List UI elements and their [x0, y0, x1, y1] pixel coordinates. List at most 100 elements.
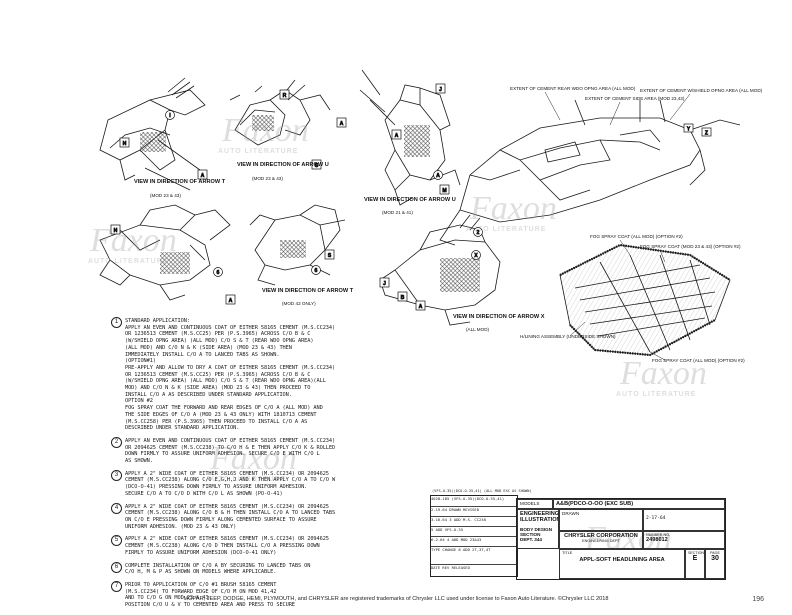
note-line: OPTION #2	[125, 398, 153, 405]
page-label: PAGE	[710, 551, 720, 555]
leader-lines	[544, 91, 691, 361]
note-line: OR 1236513 CEMENT (M.S.CC25) PER (P.S.39…	[125, 371, 311, 378]
revision-row: 2-19-64 DRAWN REVISED	[431, 506, 517, 515]
revision-row: 5 ADD VFS-O-35	[431, 526, 517, 535]
page-cell: PAGE 30	[705, 549, 725, 579]
callout-letter: 6	[315, 268, 318, 274]
note-line: ON C/O E PRESSING DOWN FIRMLY ALONG CEME…	[125, 516, 317, 523]
page-number: 196	[752, 596, 764, 603]
revision-block: 4028-185 (VFS-O-35)(DCO-O-35,41) 2-19-64…	[430, 495, 518, 577]
note-line: APPLY AN EVEN AND CONTINUOUS COAT OF EIT…	[125, 437, 336, 444]
callout-letter: S	[328, 253, 332, 259]
extent-side-label: EXTENT OF CEMENT SIDE AREA (MOD 23,43)	[585, 96, 685, 101]
note-7: 7 PRIOR TO APPLICATION OF C/O #1 BRUSH 5…	[111, 580, 411, 609]
title-label: TITLE	[562, 551, 573, 555]
fog-spray-3-label: FOG SPRAY COAT (ALL MOD) (OPTION #2)	[652, 358, 745, 363]
note-line: CEMENT (M.S.CC238) ALONG C/O B & H THEN …	[125, 510, 336, 517]
callout-letter: N	[114, 228, 118, 234]
view-t1-title: VIEW IN DIRECTION OF ARROW T	[134, 179, 226, 185]
note-line: OR 2094625 CEMENT (M.S.CC238) TO C/O H &…	[125, 444, 336, 451]
number-value: 2498012	[646, 537, 668, 543]
callout-letter: X	[474, 253, 478, 259]
callout-letter: N	[123, 141, 127, 147]
illustration-label: ILLUSTRATION	[520, 517, 559, 523]
trademark-footer: MOPAR, JEEP, DODGE, HEMI, PLYMOUTH, and …	[183, 596, 609, 602]
callout-letter: M	[442, 188, 446, 194]
note-number: 1	[111, 317, 122, 328]
headlining-assembly-drawing	[559, 243, 731, 357]
view-t1-drawing	[99, 77, 206, 191]
view-u2-drawing	[359, 69, 461, 206]
car-roof-drawing	[439, 99, 741, 246]
models-value: A&B(PDCO-O-OO (EXC SUB)	[553, 499, 725, 509]
note-line: APPLY A 2" WIDE COAT OF EITHER 58165 CEM…	[125, 503, 329, 510]
date-cell: 2-17-64	[643, 509, 725, 531]
extent-rear-label: EXTENT OF CEMENT REAR WDO OPNG AREA (ALL…	[510, 86, 636, 91]
callout-circles: I A 6 6 2 X	[165, 110, 483, 277]
note-number: 6	[111, 561, 122, 573]
fog-spray-2-label: FOG SPRAY COAT (MOD 23 & 43) (OPTION #2)	[640, 244, 741, 249]
note-line: APPLY A 2" WIDE COAT OF EITHER 58165 CEM…	[125, 536, 329, 543]
note-5: 5 APPLY A 2" WIDE COAT OF EITHER 58165 C…	[111, 535, 411, 556]
note-number: 4	[111, 502, 122, 514]
note-number: 7	[111, 580, 122, 592]
revision-row: 6-2-64 4 ADD MOD 23&43	[431, 536, 517, 545]
title-cell: TITLE APPL-SOFT HEADLINING AREA	[559, 549, 685, 579]
note-line: AS SHOWN.	[125, 458, 153, 465]
note-4: 4 APPLY A 2" WIDE COAT OF EITHER 58165 C…	[111, 502, 411, 531]
note-number: 5	[111, 535, 122, 547]
view-u2-title: VIEW IN DIRECTION OF ARROW U	[364, 197, 456, 203]
revision-row: TYPE CHANGE 8 ADD 2T,3T,4T	[431, 546, 517, 555]
drawn-label: DRAWN	[562, 511, 580, 516]
view-x-title: VIEW IN DIRECTION OF ARROW X	[453, 314, 545, 320]
body-design-label: BODY DESIGN	[520, 527, 553, 532]
callout-letter: 2	[477, 230, 480, 236]
note-line: C/O H, M & P AS SHOWN ON MODELS WHERE AP…	[125, 569, 277, 576]
note-line: MOD) AND C/O N & K (SIDE AREA) (MOD 23 &…	[125, 385, 311, 392]
callout-letter: S	[315, 163, 319, 169]
view-u1-title: VIEW IN DIRECTION OF ARROW U	[237, 162, 329, 168]
callout-letter: A	[395, 133, 399, 139]
callout-letter: Y	[687, 127, 691, 133]
callout-letter-boxes: N A R A S A J M N A S J B A Y Z	[110, 83, 712, 311]
note-line: (W/SHIELD OPNG AREA) (ALL MOD) C/O S & T…	[125, 338, 314, 345]
hlining-assembly-label: H/LINING ASSEMBLY (UNDERSIDE SHOWN)	[520, 334, 616, 339]
callout-letter: J	[383, 281, 386, 287]
note-line: COMPLETE INSTALLATION OF C/O A BY SECURI…	[125, 562, 311, 569]
title-block-spacer	[517, 549, 559, 579]
section-text-label: SECTION	[520, 532, 541, 537]
callout-letter: I	[169, 113, 171, 119]
extent-callouts: EXTENT OF CEMENT REAR WDO OPNG AREA (ALL…	[510, 86, 763, 363]
company-name: CHRYSLER CORPORATION	[564, 533, 638, 539]
view-t2-sub: (MOD 42 ONLY)	[282, 301, 316, 306]
extent-shield-label: EXTENT OF CEMENT W/SHIELD OPNG AREA (ALL…	[640, 88, 763, 93]
note-line: IMMEDIATELY INSTALL C/O A TO LANCED TABS…	[125, 351, 280, 358]
date-value: 2-17-64	[646, 516, 666, 521]
note-line: CEMENT (M.S.CC238) ALONG C/O E,G,H,J AND…	[125, 477, 336, 484]
note-line: (M.S.CC234) TO FORWARD EDGE OF C/O M ON …	[125, 588, 277, 595]
dept-label: DEPT. 344	[520, 537, 542, 542]
note-line: FOG SPRAY COAT THE FORWARD AND REAR EDGE…	[125, 405, 323, 412]
note-line: DESCRIBED UNDER STANDARD APPLICATION.	[125, 425, 240, 432]
note-line: DOWN FIRMLY TO ASSURE UNIFORM ADHESION. …	[125, 451, 320, 458]
section-value: E	[692, 555, 698, 562]
callout-letter: 6	[217, 270, 220, 276]
note-line: AND TO C/O G ON MOD 23 & 43	[125, 595, 209, 602]
note-line: OR 1236513 CEMENT (M.S.CC25) PER (P.S.39…	[125, 331, 311, 338]
company-sub: ENGINEERING DEPT	[582, 539, 620, 543]
note-line: (M.S.CC258) PER (P.S.3965) THEN PROCEED …	[125, 418, 308, 425]
view-t2-drawing	[249, 204, 346, 286]
note-line: APPLY A 2" WIDE COAT OF EITHER 58165 CEM…	[125, 470, 329, 477]
note-1: 1 STANDARD APPLICATION: APPLY AN EVEN AN…	[111, 317, 411, 432]
page-value: 30	[711, 555, 719, 562]
callout-letter: A	[419, 304, 423, 310]
view-labels: VIEW IN DIRECTION OF ARROW T (MOD 23 & 4…	[134, 162, 545, 332]
callout-letter: B	[401, 295, 405, 301]
callout-letter: J	[439, 87, 442, 93]
view-u1-sub: (MOD 23 & 43)	[252, 176, 283, 181]
note-3: 3 APPLY A 2" WIDE COAT OF EITHER 58165 C…	[111, 469, 411, 498]
revision-header: (VFS-O-35)(DCO-O-35,41) (ALL MOD EXC AS …	[432, 489, 532, 493]
note-line: APPLY AN EVEN AND CONTINUOUS COAT OF EIT…	[125, 324, 336, 331]
